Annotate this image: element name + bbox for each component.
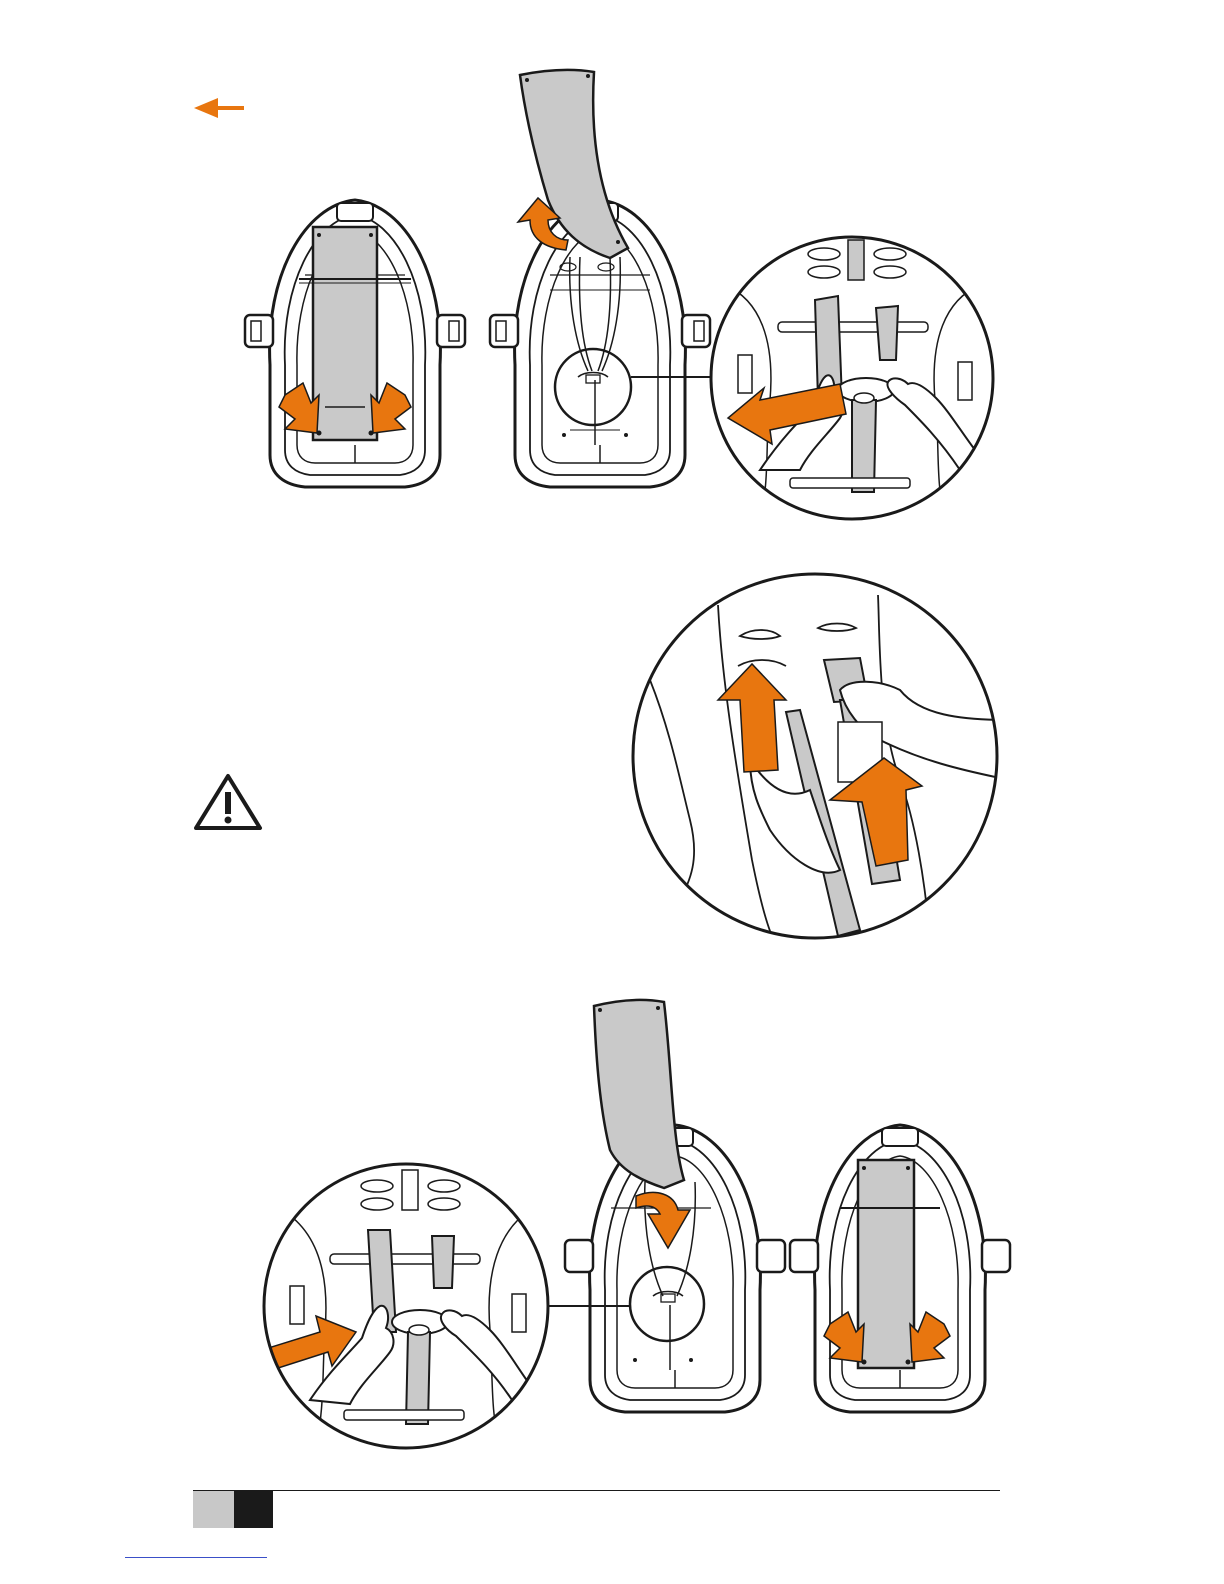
page-tab-gray	[193, 1491, 234, 1528]
footer-rule	[193, 1490, 1000, 1491]
page-tab-black	[234, 1491, 273, 1528]
seat-with-insert	[790, 1125, 1010, 1412]
seat-insert-pad	[594, 1000, 684, 1188]
buckle-detail-circle	[260, 1160, 560, 1460]
bottom-link-underline[interactable]	[125, 1557, 267, 1558]
